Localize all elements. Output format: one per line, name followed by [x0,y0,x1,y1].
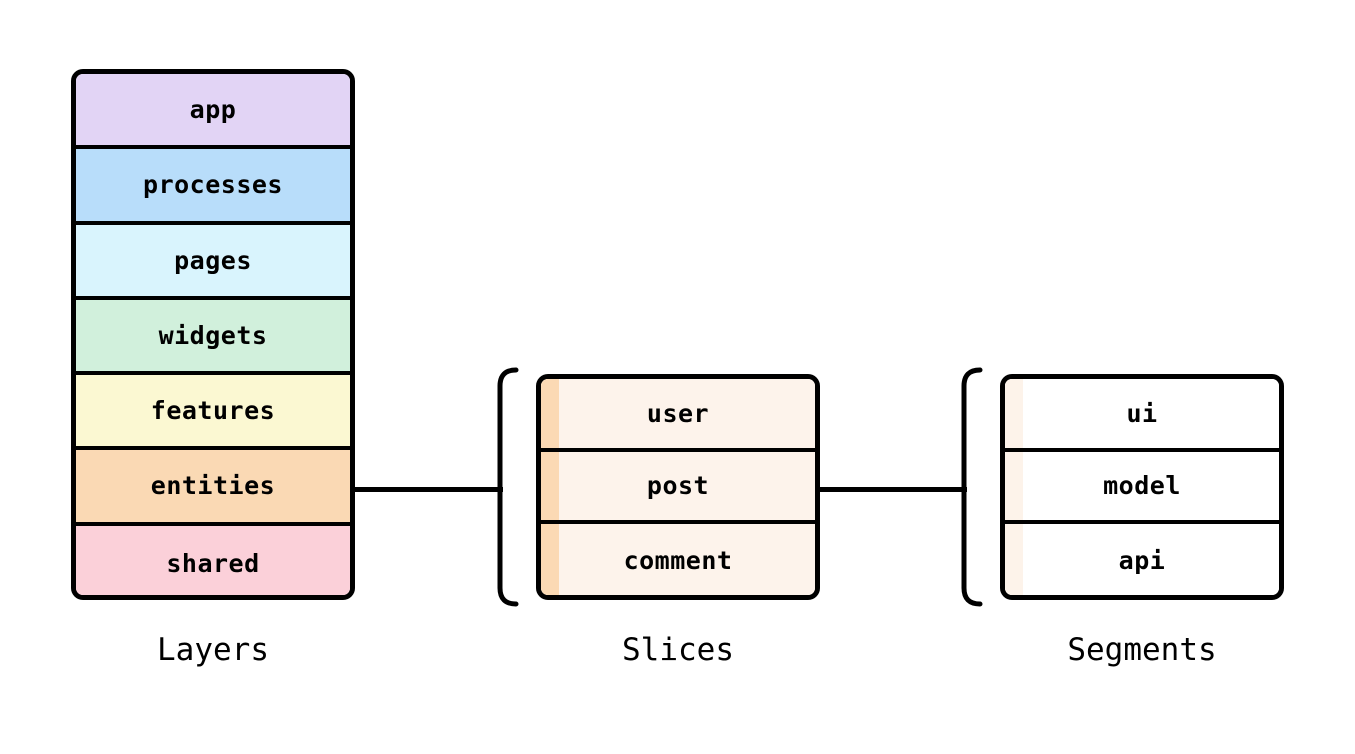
segment-band-ui[interactable]: ui [1005,379,1279,452]
layer-label-widgets: widgets [158,320,268,350]
segment-band-api[interactable]: api [1005,524,1279,595]
slice-accent-stripe [541,524,559,595]
layer-band-shared[interactable]: shared [76,525,350,595]
layer-band-features[interactable]: features [76,375,350,451]
connector-slices-to-segments [818,487,967,492]
layer-label-shared: shared [166,548,260,578]
slice-band-user[interactable]: user [541,379,815,452]
caption-slices: Slices [622,632,734,668]
slice-label-comment: comment [623,546,733,576]
connector-layers-to-slices [353,487,503,492]
layer-band-processes[interactable]: processes [76,149,350,225]
slice-label-post: post [646,471,710,501]
layer-label-pages: pages [174,245,252,275]
slice-label-user: user [646,398,710,428]
layer-band-pages[interactable]: pages [76,224,350,300]
segments-bracket-icon [958,366,984,608]
layer-label-app: app [189,95,237,125]
segments-stack: ui model api [1000,374,1284,600]
layer-band-widgets[interactable]: widgets [76,299,350,376]
layer-band-app[interactable]: app [76,74,350,150]
slice-band-comment[interactable]: comment [541,524,815,595]
slice-accent-stripe [541,451,559,521]
layer-label-entities: entities [150,471,276,501]
slices-bracket-icon [494,366,520,608]
segment-label-api: api [1118,546,1166,576]
segment-accent-stripe [1005,524,1023,595]
layers-stack: app processes pages widgets features ent… [71,69,355,600]
layer-band-entities[interactable]: entities [76,450,350,526]
segment-label-ui: ui [1126,398,1158,428]
segment-accent-stripe [1005,379,1023,448]
segment-label-model: model [1103,471,1181,501]
caption-layers: Layers [157,632,269,668]
layer-label-features: features [150,396,276,426]
slices-stack: user post comment [536,374,820,600]
layer-label-processes: processes [143,170,283,200]
caption-segments: Segments [1067,632,1217,668]
slice-band-post[interactable]: post [541,451,815,525]
segment-band-model[interactable]: model [1005,451,1279,525]
segment-accent-stripe [1005,451,1023,521]
slice-accent-stripe [541,379,559,448]
